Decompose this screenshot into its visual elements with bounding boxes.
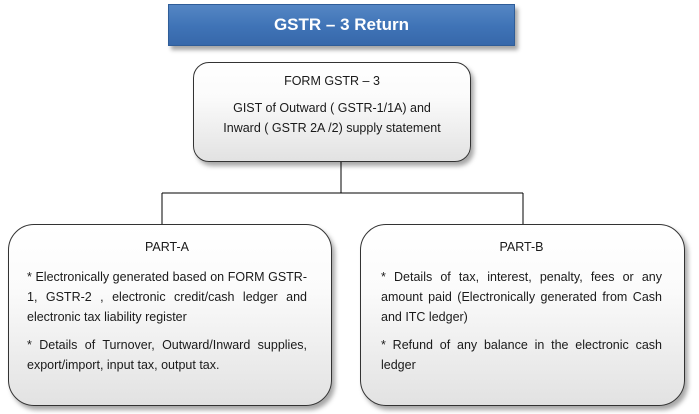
form-gstr3-line-1: GIST of Outward ( GSTR-1/1A) and (233, 101, 431, 115)
diagram-title-text: GSTR – 3 Return (273, 15, 410, 34)
part-b-heading: PART-B (499, 240, 544, 254)
form-gstr3-line-2: Inward ( GSTR 2A /2) supply statement (223, 121, 441, 135)
part-a-node: PART-A * Electronically generated based … (8, 224, 332, 406)
diagram-title: GSTR – 3 Return (168, 4, 515, 46)
part-b-item: * Refund of any balance in the electroni… (381, 338, 662, 372)
part-a-item: * Electronically generated based on FORM… (27, 270, 307, 324)
part-b-node: PART-B * Details of tax, interest, penal… (360, 224, 685, 406)
part-b-item: * Details of tax, interest, penalty, fee… (381, 270, 662, 324)
part-a-item: * Details of Turnover, Outward/Inward su… (27, 338, 307, 372)
form-gstr3-node: FORM GSTR – 3 GIST of Outward ( GSTR-1/1… (193, 62, 471, 162)
form-gstr3-heading: FORM GSTR – 3 (284, 74, 380, 88)
part-a-heading: PART-A (145, 240, 189, 254)
